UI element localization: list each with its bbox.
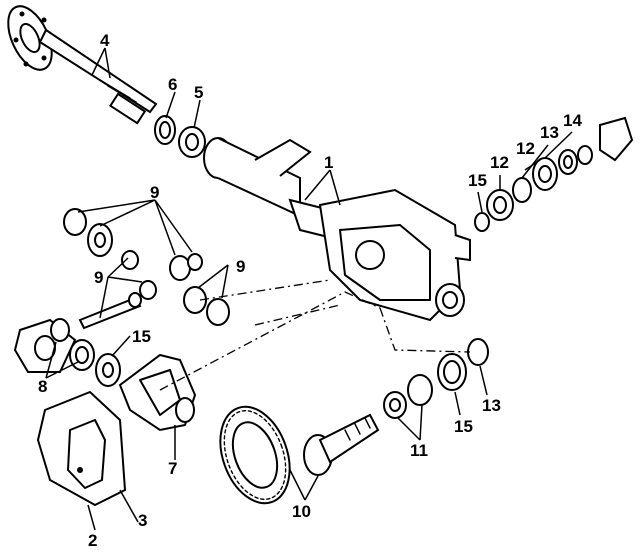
differential-case [118,353,197,432]
axle-housing [203,137,471,322]
axle-cover [36,390,127,507]
pinion-shim [474,212,490,232]
callout-1: 1 [324,153,333,172]
pinion-cup [486,189,514,221]
side-bearing-adjuster [13,318,77,373]
callout-13-upper: 13 [540,123,559,142]
pinion-bearing-cup-inner [407,374,433,406]
leader-lines [45,47,573,531]
callout-15-lower: 15 [454,417,473,436]
callout-11: 11 [410,441,428,460]
callout-12-right: 12 [516,139,535,158]
callout-14: 14 [563,111,582,130]
side-bearing-cup [69,339,95,371]
pinion-bearing-inner [383,391,407,419]
callout-9-left: 9 [94,268,103,287]
side-bearing [95,353,121,387]
ring-gear [219,405,291,505]
callout-15-left: 15 [132,327,151,346]
callout-3: 3 [138,511,147,530]
axle-shaft [7,5,158,125]
axle-bearing [178,126,206,158]
pinion-seal [558,149,578,175]
callout-2: 2 [88,531,97,550]
pinion-depth-shim [467,338,489,366]
pinion-washer [512,177,532,203]
drive-pinion [303,413,380,476]
callout-10: 10 [292,502,311,521]
callout-5: 5 [194,83,203,102]
pinion-yoke [577,116,634,165]
callout-12-left: 12 [490,153,509,172]
callout-4: 4 [100,31,110,50]
callout-15-upper: 15 [468,171,487,190]
callout-8: 8 [38,377,47,396]
axle-seal [154,115,176,145]
callout-13-lower: 13 [482,396,501,415]
callout-6: 6 [168,75,177,94]
crush-sleeve [437,353,467,391]
callout-9-right: 9 [236,257,245,276]
callout-7: 7 [168,459,177,478]
callout-labels: 4 6 5 1 9 9 9 15 8 7 10 11 15 13 15 12 1… [38,31,582,550]
differential-gears [63,208,230,330]
callout-9-upper: 9 [150,183,159,202]
